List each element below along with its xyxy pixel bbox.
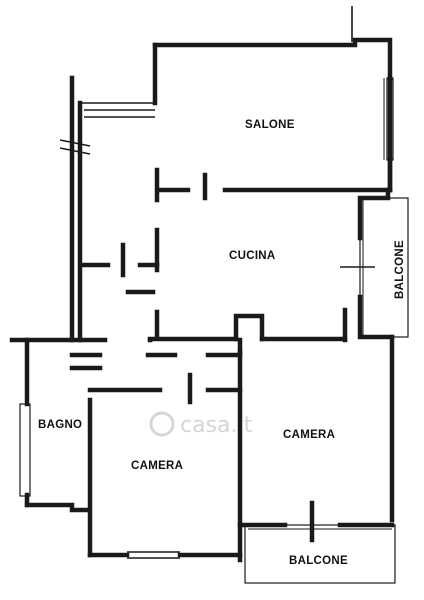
watermark-logo-icon	[149, 411, 175, 437]
balcony-jog-top	[357, 187, 391, 241]
openings	[59, 77, 409, 584]
room-labels: SALONE CUCINA BAGNO CAMERA CAMERA BALCON…	[38, 119, 406, 567]
cucina-bottom-jog	[233, 313, 265, 342]
balcone-bottom-outline	[244, 524, 396, 584]
salone-top-wall	[152, 37, 393, 81]
label-bagno: BAGNO	[38, 419, 82, 431]
camera-left-window	[127, 551, 180, 559]
corridor-break-mark	[59, 139, 91, 147]
watermark: casa.it	[149, 411, 253, 438]
bagno-bottom-wall	[24, 502, 91, 513]
label-balcone-right: BALCONE	[394, 240, 406, 299]
walls	[9, 6, 395, 563]
label-salone: SALONE	[245, 119, 295, 131]
label-camera-right: CAMERA	[283, 429, 335, 441]
label-cucina: CUCINA	[229, 250, 276, 262]
balcony-jog-bottom	[357, 294, 395, 340]
corridor-break-mark-2	[59, 147, 91, 155]
bagno-window	[19, 403, 31, 497]
salone-right-window	[386, 77, 394, 161]
label-balcone-bottom: BALCONE	[289, 555, 348, 567]
label-camera-left: CAMERA	[131, 460, 183, 472]
